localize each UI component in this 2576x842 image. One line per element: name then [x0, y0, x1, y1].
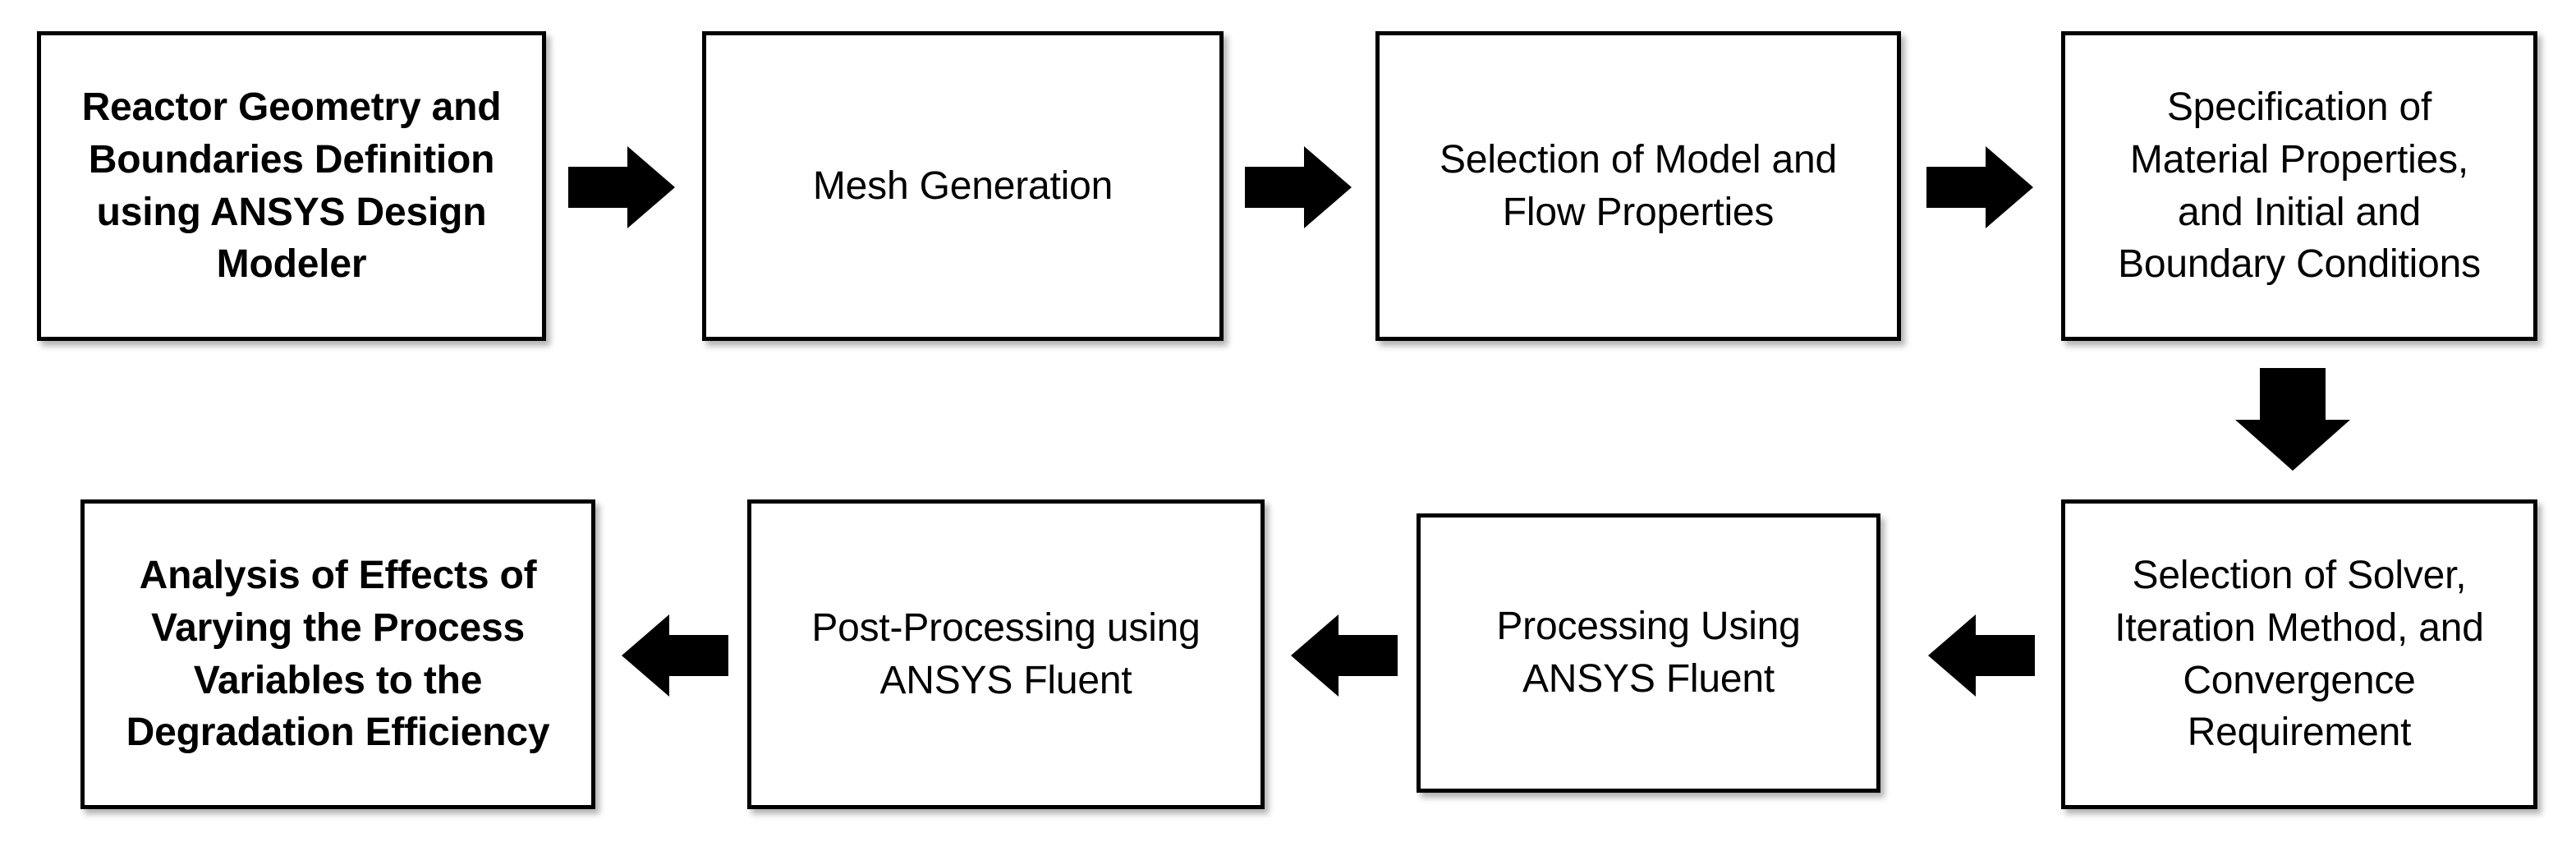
- process-box-label: Mesh Generation: [812, 163, 1114, 208]
- arrow-right-icon-1: [568, 146, 675, 228]
- process-box-mesh-generation[interactable]: Mesh Generation: [702, 31, 1224, 341]
- arrow-left-icon-7: [622, 614, 728, 697]
- process-box-model-flow-properties[interactable]: Selection of Model and Flow Properties: [1375, 31, 1901, 341]
- process-box-label: Specification of Material Properties, an…: [2118, 85, 2481, 287]
- arrow-left-icon-5: [1928, 614, 2035, 697]
- process-box-analysis-effects[interactable]: Analysis of Effects of Varying the Proce…: [80, 499, 595, 809]
- process-box-reactor-geometry[interactable]: Reactor Geometry and Boundaries Definiti…: [37, 31, 546, 341]
- arrow-right-icon-2: [1245, 146, 1352, 228]
- arrow-left-icon-6: [1291, 614, 1398, 697]
- arrow-down-icon-4: [2235, 368, 2350, 471]
- process-box-label: Post-Processing using ANSYS Fluent: [811, 605, 1201, 702]
- process-box-processing-fluent[interactable]: Processing Using ANSYS Fluent: [1417, 513, 1880, 793]
- process-box-label: Processing Using ANSYS Fluent: [1496, 605, 1801, 701]
- process-box-label: Selection of Model and Flow Properties: [1440, 137, 1837, 234]
- arrow-right-icon-3: [1926, 146, 2033, 228]
- process-box-solver-selection[interactable]: Selection of Solver, Iteration Method, a…: [2061, 499, 2537, 809]
- process-box-label: Selection of Solver, Iteration Method, a…: [2115, 553, 2484, 755]
- process-box-label: Analysis of Effects of Varying the Proce…: [126, 553, 550, 755]
- process-box-post-processing-fluent[interactable]: Post-Processing using ANSYS Fluent: [747, 499, 1265, 809]
- process-box-label: Reactor Geometry and Boundaries Definiti…: [81, 85, 502, 287]
- process-box-material-properties[interactable]: Specification of Material Properties, an…: [2061, 31, 2537, 341]
